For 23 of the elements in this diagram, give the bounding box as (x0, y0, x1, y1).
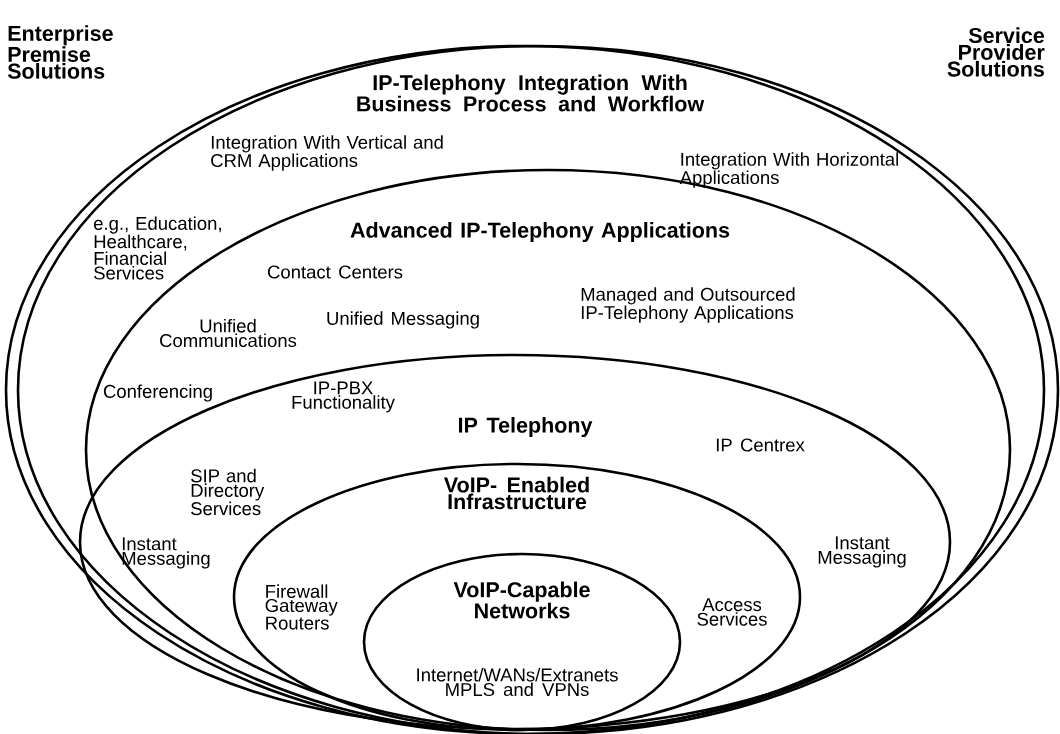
item-label: Firewall Gateway Routers (265, 584, 338, 630)
item-label: IP-PBX Functionality (292, 381, 395, 413)
item-label: Integration With Horizontal Applications (679, 152, 898, 188)
layer-title: IP-Telephony Integration With Business Process and Workflow (357, 74, 705, 112)
item-label: IP Centrex (716, 438, 805, 452)
item-label: Unified Communications (160, 318, 297, 348)
item-label: Conferencing (103, 384, 212, 402)
item-label: Integration With Vertical and CRM Applications (211, 135, 443, 171)
layer-title: Advanced IP-Telephony Applications (350, 222, 730, 242)
layer-title: IP Telephony (459, 417, 593, 438)
item-label: Managed and Outsourced IP-Telephony Applications (581, 287, 795, 323)
item-label: Internet/WANs/Extranets MPLS and VPNs (417, 667, 618, 697)
layer-title: Service Provider Solutions (947, 27, 1045, 77)
layer-title: Enterprise Premise Solutions (7, 25, 113, 79)
item-label: Access Services (697, 598, 767, 626)
layer-title: VoIP- Enabled Infrastructure (443, 476, 589, 510)
item-label: Contact Centers (268, 265, 403, 279)
item-label: e.g., Education, Healthcare, Financial Services (94, 216, 221, 280)
item-label: Unified Messaging (327, 311, 479, 329)
layer-title: VoIP-Capable Networks (453, 581, 590, 619)
item-label: Instant Messaging (818, 536, 906, 568)
item-label: SIP and Directory Services (191, 468, 265, 516)
item-label: Instant Messaging (122, 537, 210, 569)
